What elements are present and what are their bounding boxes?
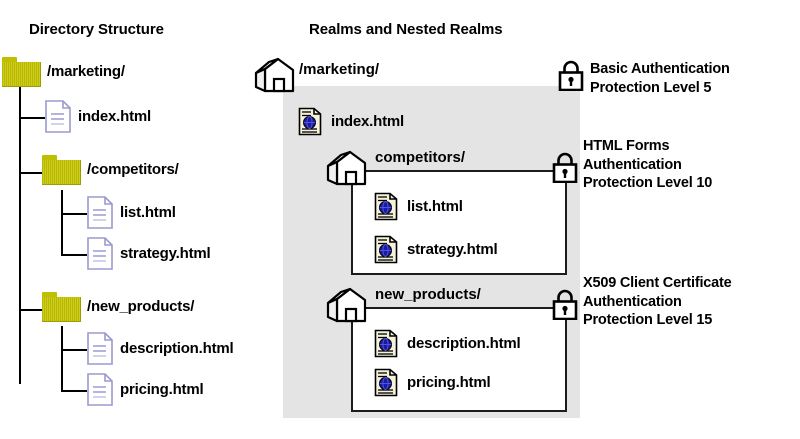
tree-branch-description (61, 349, 87, 351)
annotation-line: X509 Client Certificate (583, 275, 732, 291)
annotation-line: Protection Level 10 (583, 175, 713, 191)
tree-branch-list (61, 213, 87, 215)
annotation-line: Authentication (583, 156, 682, 173)
tree-node-pricing-html[interactable]: pricing.html (87, 373, 204, 406)
realm-file-pricing-html[interactable]: pricing.html (374, 368, 491, 397)
annotation-line: Protection Level 15 (583, 312, 713, 328)
annotation-line: Authentication (583, 293, 682, 310)
left-panel-title: Directory Structure (29, 21, 164, 38)
padlock-icon (558, 60, 584, 91)
tree-trunk-competitors (61, 190, 63, 256)
realm-file-strategy-html[interactable]: strategy.html (374, 235, 498, 264)
tree-node-list-html[interactable]: list.html (87, 196, 176, 229)
house-icon (325, 287, 367, 323)
annotation-basic-auth: Basic Authentication Protection Level 5 (590, 60, 730, 97)
realm-file-label: description.html (407, 335, 521, 352)
tree-node-label: strategy.html (120, 245, 211, 262)
nested-realm-label-competitors: competitors/ (375, 149, 466, 166)
folder-icon (42, 292, 81, 322)
tree-trunk-line (19, 84, 21, 384)
annotation-html-forms-auth: HTML Forms Authentication Protection Lev… (583, 137, 712, 193)
right-panel-title: Realms and Nested Realms (309, 21, 503, 38)
realm-file-label: list.html (407, 198, 463, 215)
tree-node-strategy-html[interactable]: strategy.html (87, 237, 211, 270)
padlock-icon (552, 289, 578, 320)
realm-file-list-html[interactable]: list.html (374, 192, 463, 221)
annotation-x509-auth: X509 Client Certificate Authentication P… (583, 274, 732, 330)
nested-realm-label-new-products: new_products/ (375, 286, 481, 303)
tree-node-index-html[interactable]: index.html (45, 100, 151, 133)
tree-node-competitors[interactable]: /competitors/ (42, 155, 179, 185)
html-file-icon (374, 192, 398, 221)
html-file-icon (374, 368, 398, 397)
html-file-icon (298, 107, 322, 136)
tree-branch-pricing (61, 390, 87, 392)
house-icon (253, 57, 295, 93)
document-icon (87, 237, 113, 270)
house-icon (325, 150, 367, 186)
tree-branch-competitors (19, 172, 42, 174)
realm-file-index-html[interactable]: index.html (298, 107, 404, 136)
tree-node-label: description.html (120, 340, 234, 357)
realm-file-label: strategy.html (407, 241, 498, 258)
tree-node-marketing[interactable]: /marketing/ (2, 57, 125, 87)
tree-trunk-new-products (61, 326, 63, 392)
tree-node-new-products[interactable]: /new_products/ (42, 292, 195, 322)
annotation-line: Protection Level 5 (590, 79, 712, 96)
realm-file-label: index.html (331, 113, 405, 130)
html-file-icon (374, 329, 398, 358)
tree-branch-index (19, 117, 45, 119)
tree-branch-strategy (61, 254, 87, 256)
tree-node-description-html[interactable]: description.html (87, 332, 234, 365)
document-icon (45, 100, 71, 133)
annotation-line: HTML Forms (583, 138, 670, 154)
folder-icon (2, 57, 41, 87)
tree-node-label: index.html (78, 108, 152, 125)
tree-node-label: /competitors/ (87, 161, 179, 178)
tree-branch-new-products (19, 309, 42, 311)
directory-structure-tree: /marketing/ index.html /competitors/ (0, 0, 275, 439)
folder-icon (42, 155, 81, 185)
padlock-icon (552, 152, 578, 183)
tree-node-label: /new_products/ (87, 298, 195, 315)
root-realm-label: /marketing/ (299, 61, 380, 78)
html-file-icon (374, 235, 398, 264)
realm-file-label: pricing.html (407, 374, 491, 391)
tree-node-label: list.html (120, 204, 176, 221)
annotation-line: Basic Authentication (590, 61, 730, 77)
tree-node-label: pricing.html (120, 381, 204, 398)
document-icon (87, 373, 113, 406)
document-icon (87, 196, 113, 229)
realm-file-description-html[interactable]: description.html (374, 329, 521, 358)
document-icon (87, 332, 113, 365)
tree-node-label: /marketing/ (47, 63, 125, 80)
